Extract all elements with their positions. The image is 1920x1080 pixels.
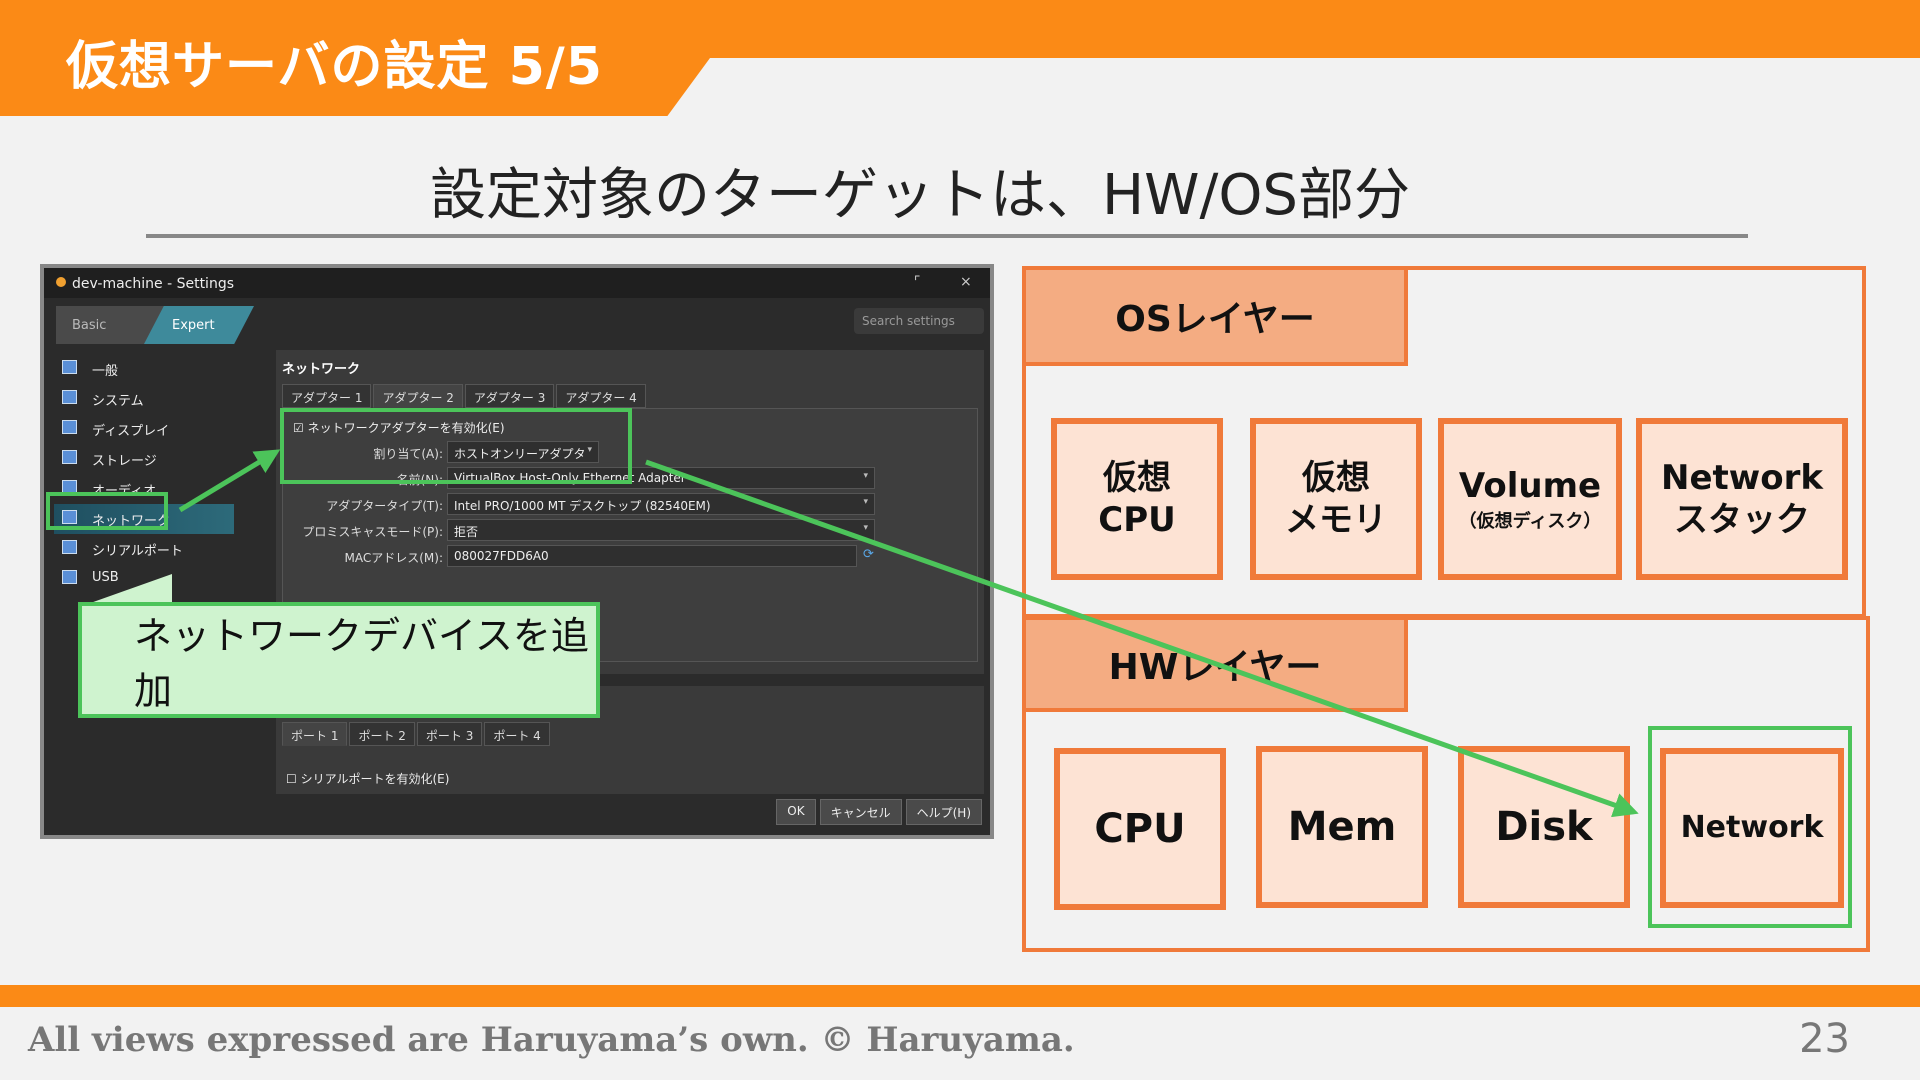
sidebar-item-label: ストレージ: [92, 454, 157, 469]
adapter-tabs: アダプター 1 アダプター 2 アダプター 3 アダプター 4: [282, 384, 648, 408]
search-settings-input[interactable]: Search settings: [854, 308, 984, 334]
cell-line: 仮想: [1103, 457, 1171, 498]
sidebar-item-label: シリアルポート: [92, 544, 183, 559]
display-icon: [62, 420, 77, 434]
settings-sidebar: 一般 システム ディスプレイ ストレージ オーディオ ネットワーク シリアルポー…: [54, 354, 234, 594]
subtitle-rule: [146, 234, 1748, 238]
mode-expert-tab[interactable]: Expert: [144, 306, 254, 344]
hw-layer-label: HWレイヤー: [1022, 616, 1408, 712]
sidebar-item-system[interactable]: システム: [54, 384, 234, 414]
enable-serial-label: シリアルポートを有効化(E): [300, 772, 450, 786]
serial-port-tabs: ポート 1 ポート 2 ポート 3 ポート 4: [282, 722, 552, 746]
monitor-icon: [62, 360, 77, 374]
footer-bar: [0, 985, 1920, 1007]
header-tab: [0, 0, 710, 116]
mode-basic-label[interactable]: Basic: [72, 318, 107, 333]
promiscuous-mode-select[interactable]: 拒否 ▾: [447, 519, 875, 541]
window-title: dev-machine - Settings: [72, 276, 234, 292]
sidebar-item-serial[interactable]: シリアルポート: [54, 534, 234, 564]
cell-line: CPU: [1094, 806, 1186, 852]
network-sidebar-highlight: [46, 492, 168, 530]
mac-address-input[interactable]: 080027FDD6A0: [447, 545, 857, 567]
cell-line: Mem: [1287, 804, 1397, 850]
enable-adapter-label: ネットワークアダプターを有効化(E): [307, 421, 505, 435]
cell-line: メモリ: [1285, 500, 1387, 540]
serial-port-icon: [62, 540, 77, 554]
hw-cell-disk: Disk: [1458, 746, 1630, 908]
cell-line: Disk: [1495, 804, 1593, 850]
ok-button[interactable]: OK: [776, 799, 816, 825]
network-icon: [62, 510, 77, 524]
adapter-type-value: Intel PRO/1000 MT デスクトップ (82540EM): [454, 499, 711, 513]
window-titlebar: dev-machine - Settings ⌜ ×: [44, 268, 990, 298]
tab-port-3[interactable]: ポート 3: [416, 722, 483, 746]
restore-icon[interactable]: ⌜: [914, 274, 921, 290]
attached-to-label: 割り当て(A):: [373, 447, 443, 461]
sidebar-item-storage[interactable]: ストレージ: [54, 444, 234, 474]
tab-port-2[interactable]: ポート 2: [349, 722, 415, 746]
tab-adapter-2[interactable]: アダプター 2: [373, 384, 463, 408]
sidebar-item-label: システム: [92, 394, 144, 409]
enable-adapter-checkbox[interactable]: ☑ ネットワークアダプターを有効化(E): [293, 421, 505, 435]
hw-network-highlight: [1648, 726, 1852, 928]
sidebar-item-label: USB: [92, 570, 119, 585]
cell-line: （仮想ディスク）: [1458, 511, 1602, 533]
tab-adapter-3[interactable]: アダプター 3: [464, 384, 555, 408]
cell-line: Network: [1680, 810, 1824, 846]
sidebar-item-usb[interactable]: USB: [54, 564, 234, 594]
cell-line: スタック: [1674, 500, 1810, 540]
close-icon[interactable]: ×: [960, 274, 972, 290]
mac-address-label: MACアドレス(M):: [344, 551, 444, 565]
cell-line: Volume: [1458, 465, 1602, 506]
os-cell-network-stack: Network スタック: [1636, 418, 1848, 580]
add-network-device-callout: ネットワークデバイスを追加: [78, 602, 600, 718]
usb-icon: [62, 570, 77, 584]
storage-icon: [62, 450, 77, 464]
tab-port-4[interactable]: ポート 4: [484, 722, 550, 746]
attached-to-select[interactable]: ホストオンリーアダプター▾: [447, 441, 599, 478]
adapter-type-select[interactable]: Intel PRO/1000 MT デスクトップ (82540EM) ▾: [447, 493, 875, 515]
enable-serial-checkbox[interactable]: ☐ シリアルポートを有効化(E): [286, 772, 450, 786]
sidebar-item-label: 一般: [92, 364, 119, 379]
slide-subtitle: 設定対象のターゲットは、HW/OS部分: [430, 163, 1410, 228]
chip-icon: [62, 390, 77, 404]
sidebar-item-label: ネットワーク: [92, 514, 171, 529]
hw-cell-mem: Mem: [1256, 746, 1428, 908]
app-icon: [56, 277, 66, 287]
os-cell-virtual-cpu: 仮想 CPU: [1051, 418, 1223, 580]
mode-expert-label: Expert: [172, 318, 215, 333]
footer-disclaimer: All views expressed are Haruyama’s own. …: [28, 1020, 1075, 1060]
tab-port-1[interactable]: ポート 1: [282, 722, 348, 746]
page-number: 23: [1799, 1016, 1850, 1062]
dialog-buttons: OK キャンセル ヘルプ(H): [772, 799, 982, 825]
cancel-button[interactable]: キャンセル: [819, 799, 902, 825]
tab-adapter-4[interactable]: アダプター 4: [556, 384, 646, 408]
hw-cell-network: Network: [1660, 748, 1844, 908]
adapter-type-label: アダプタータイプ(T):: [326, 499, 443, 513]
sidebar-item-display[interactable]: ディスプレイ: [54, 414, 234, 444]
help-button[interactable]: ヘルプ(H): [905, 799, 982, 825]
tab-adapter-1[interactable]: アダプター 1: [282, 384, 372, 408]
chevron-down-icon: ▾: [863, 497, 868, 507]
promiscuous-mode-label: プロミスキャスモード(P):: [302, 525, 443, 539]
hw-cell-cpu: CPU: [1054, 748, 1226, 910]
cell-line: Network: [1661, 457, 1823, 498]
sidebar-item-label: ディスプレイ: [92, 424, 170, 439]
os-layer-label: OSレイヤー: [1022, 266, 1408, 366]
chevron-down-icon: ▾: [587, 445, 592, 455]
cell-line: CPU: [1098, 500, 1176, 540]
slide-title: 仮想サーバの設定 5/5: [66, 37, 603, 97]
refresh-icon[interactable]: ⟳: [863, 547, 874, 562]
network-panel-title: ネットワーク: [282, 362, 361, 377]
virtualbox-settings-window: dev-machine - Settings ⌜ × Basic Expert …: [40, 264, 994, 839]
cell-line: 仮想: [1302, 457, 1370, 498]
chevron-down-icon: ▾: [863, 523, 868, 533]
adapter-enable-highlight: [280, 408, 632, 484]
os-cell-virtual-memory: 仮想 メモリ: [1250, 418, 1422, 580]
sidebar-item-general[interactable]: 一般: [54, 354, 234, 384]
chevron-down-icon: ▾: [863, 471, 868, 481]
os-cell-volume: Volume （仮想ディスク）: [1438, 418, 1622, 580]
promiscuous-mode-value: 拒否: [454, 525, 479, 539]
